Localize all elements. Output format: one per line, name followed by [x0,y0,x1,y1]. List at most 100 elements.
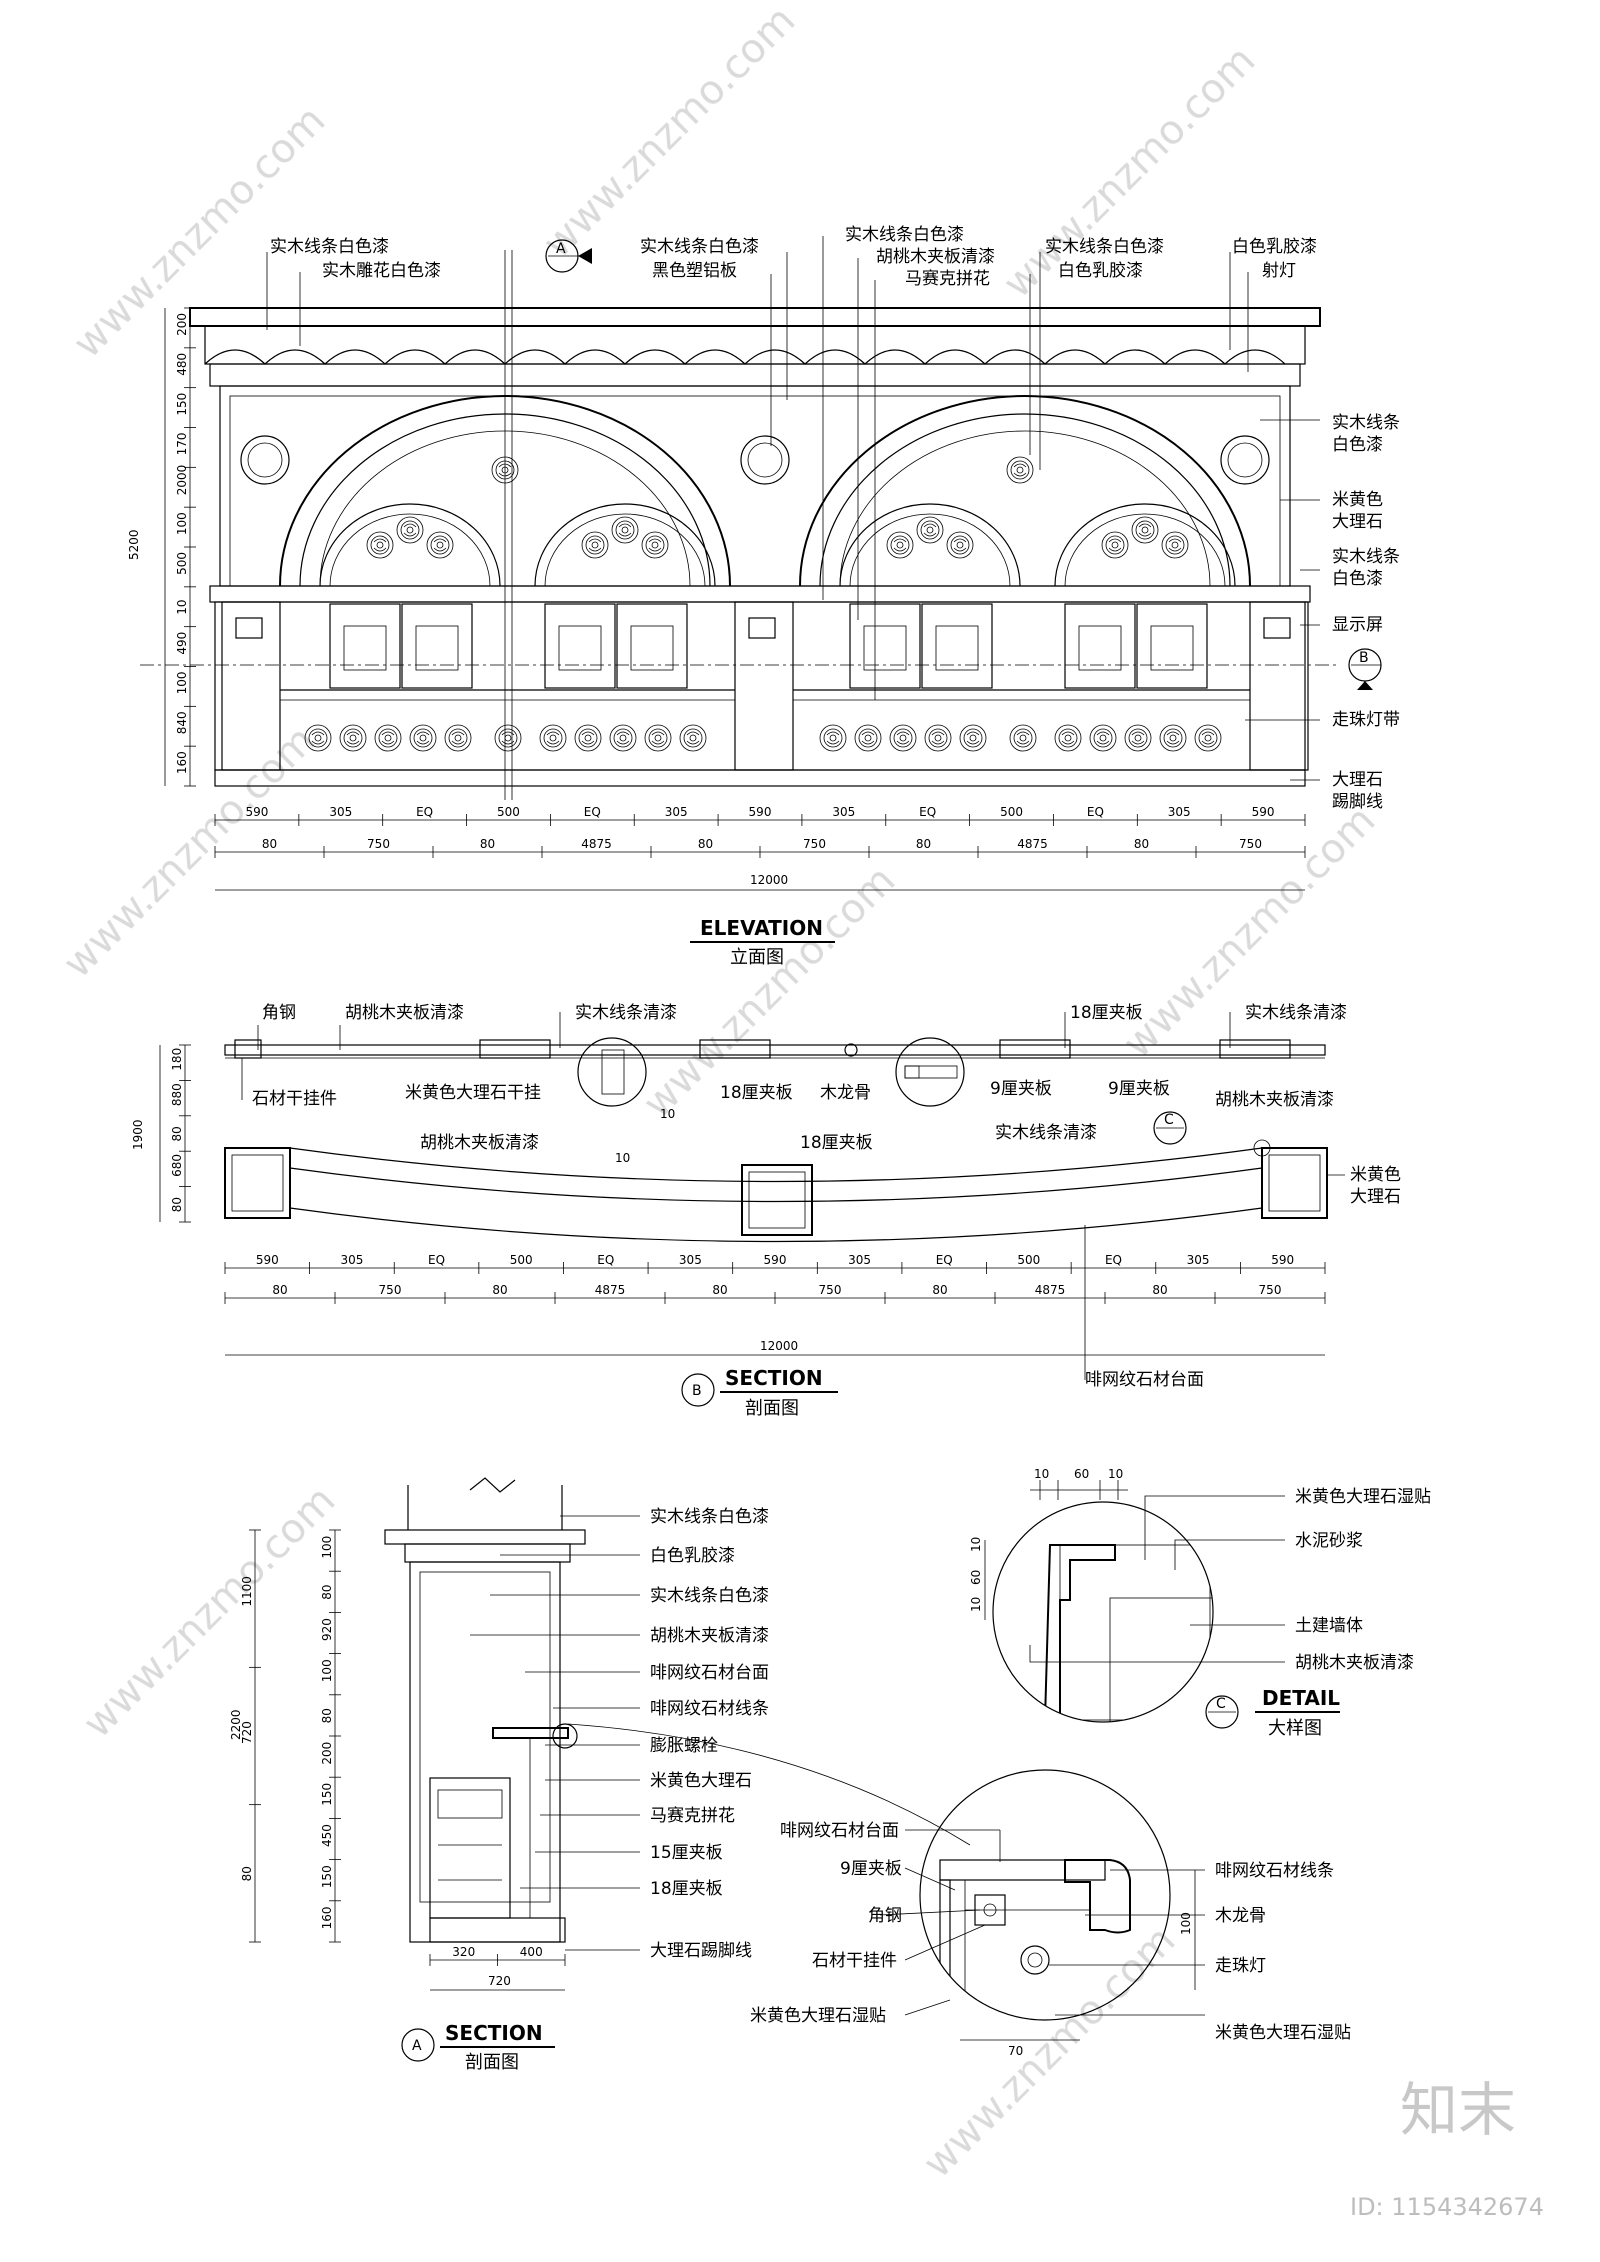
dimension-text: 305 [679,1253,702,1267]
arch-inner-4 [1054,503,1236,587]
svg-text:实木线条清漆: 实木线条清漆 [1245,1003,1347,1023]
elev-label: 实木线条 [1332,547,1400,567]
svg-text:70: 70 [1008,2044,1023,2058]
dimension-text: 80 [492,1283,507,1297]
arch-inner-3 [839,503,1021,587]
detail-marker-c [1153,1111,1187,1145]
svg-text:实木线条白色漆: 实木线条白色漆 [650,1507,769,1527]
svg-text:10: 10 [969,1597,983,1612]
svg-text:9厘夹板: 9厘夹板 [990,1079,1052,1099]
dimension-text: 305 [665,805,688,819]
section-a-title: SECTION [445,2021,543,2045]
detail-c-drawing [984,1480,1239,1729]
elev-label: 白色漆 [1332,435,1383,455]
dimension-text: 1100 [240,1576,254,1607]
dimension-text: 590 [1271,1253,1294,1267]
svg-text:18厘夹板: 18厘夹板 [650,1879,723,1899]
svg-text:实木线条清漆: 实木线条清漆 [995,1123,1097,1143]
section-b-subtitle: 剖面图 [745,1398,799,1419]
dimension-text: EQ [597,1253,614,1267]
elevation-drawing: A B [140,239,1382,800]
svg-text:10: 10 [969,1537,983,1552]
svg-text:米黄色: 米黄色 [1350,1165,1401,1185]
elev-label: 白色乳胶漆 [1232,237,1317,257]
dimension-text: 590 [764,1253,787,1267]
elev-label: 显示屏 [1332,615,1383,635]
dimension-text: 590 [245,805,268,819]
svg-text:米黄色大理石湿贴: 米黄色大理石湿贴 [750,2006,886,2026]
arch-inner-2 [534,503,716,587]
dimension-text: 680 [170,1154,184,1177]
dimension-text: 80 [240,1866,254,1881]
dimension-text: 80 [712,1283,727,1297]
dimension-text: EQ [919,805,936,819]
detail-a-leaders [879,1829,1205,2016]
elevation-subtitle: 立面图 [730,947,784,968]
dimension-text: 750 [803,837,826,851]
elev-label: 白色乳胶漆 [1058,261,1143,281]
svg-text:米黄色大理石干挂: 米黄色大理石干挂 [405,1083,541,1103]
svg-text:木龙骨: 木龙骨 [1215,1906,1266,1926]
section-b-marker [681,1373,715,1407]
svg-text:胡桃木夹板清漆: 胡桃木夹板清漆 [1295,1653,1414,1673]
svg-text:啡网纹石材线条: 啡网纹石材线条 [1215,1861,1334,1881]
elev-label: 走珠灯带 [1332,710,1400,730]
svg-text:胡桃木夹板清漆: 胡桃木夹板清漆 [1215,1090,1334,1110]
svg-text:土建墙体: 土建墙体 [1295,1616,1363,1636]
elev-label: 米黄色 [1332,490,1383,510]
dimension-text: 180 [170,1048,184,1071]
detail-c-leaders [1029,1495,1285,1663]
dimension-text: 80 [932,1283,947,1297]
svg-text:啡网纹石材台面: 啡网纹石材台面 [780,1821,899,1841]
dimension-text: 80 [1152,1283,1167,1297]
elev-label: 胡桃木夹板清漆 [876,247,995,267]
arch-inner-1 [319,503,501,587]
dimension-text: 80 [916,837,931,851]
svg-text:15厘夹板: 15厘夹板 [650,1843,723,1863]
svg-text:9厘夹板: 9厘夹板 [840,1859,902,1879]
dimension-text: 200 [320,1742,334,1765]
svg-text:膨胀螺栓: 膨胀螺栓 [650,1736,718,1756]
svg-text:米黄色大理石湿贴: 米黄色大理石湿贴 [1295,1487,1431,1507]
marker-b-label: B [1359,650,1369,666]
dimension-text: 100 [320,1659,334,1682]
dimension-text: EQ [1105,1253,1122,1267]
dimension-text: 100 [320,1536,334,1559]
dimension-text: 750 [819,1283,842,1297]
dimension-text: 400 [520,1945,543,1959]
dimension-text: 750 [1259,1283,1282,1297]
svg-text:60: 60 [1074,1467,1089,1481]
svg-text:实木线条白色漆: 实木线条白色漆 [650,1586,769,1606]
dimension-text: 305 [848,1253,871,1267]
dimension-text: 880 [170,1083,184,1106]
elev-label: 大理石 [1332,512,1383,532]
svg-text:角钢: 角钢 [868,1906,902,1926]
dimension-text: 2000 [175,465,189,496]
svg-text:10: 10 [660,1107,675,1121]
dimension-text: EQ [1087,805,1104,819]
section-a-dims: 2200 720 [229,1530,565,1991]
detail-c-labels: 米黄色大理石湿贴 水泥砂浆 土建墙体 胡桃木夹板清漆 [1295,1487,1431,1673]
elev-label: 大理石 [1332,770,1383,790]
dimension-text: 590 [749,805,772,819]
dimension-text: 4875 [581,837,612,851]
svg-text:大理石踢脚线: 大理石踢脚线 [650,1941,752,1961]
dimension-text: 80 [272,1283,287,1297]
svg-text:12000: 12000 [760,1339,798,1353]
svg-text:大理石: 大理石 [1350,1187,1401,1207]
svg-text:石材干挂件: 石材干挂件 [252,1089,337,1109]
elev-label: 实木雕花白色漆 [322,261,441,281]
roundel-strip [304,724,1222,752]
dimension-text: 500 [497,805,520,819]
svg-text:胡桃木夹板清漆: 胡桃木夹板清漆 [650,1626,769,1646]
svg-text:18厘夹板: 18厘夹板 [720,1083,793,1103]
svg-text:9厘夹板: 9厘夹板 [1108,1079,1170,1099]
svg-text:啡网纹石材台面: 啡网纹石材台面 [650,1663,769,1683]
section-a-subtitle: 剖面图 [465,2052,519,2073]
svg-text:60: 60 [969,1570,983,1585]
